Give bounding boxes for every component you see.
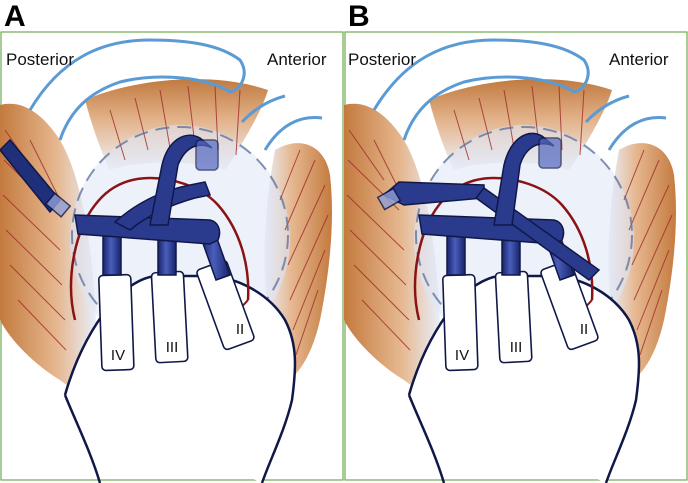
panel-b-tube-label-iii: III [510, 339, 523, 356]
panel-b-tube-label-ii: II [580, 321, 588, 338]
panel-a-letter: A [4, 0, 26, 33]
panel-a-cannulas [0, 134, 231, 281]
panel-b-portal-tubes [442, 259, 599, 372]
panel-a-posterior-label: Posterior [6, 50, 75, 69]
panel-a-tube-label-iii: III [166, 339, 179, 356]
panel-b-tube-label-iv: IV [455, 347, 469, 364]
panel-a-anterior-label: Anterior [267, 50, 327, 69]
panel-a-illustration [0, 38, 334, 483]
panel-b-illustration [342, 38, 678, 483]
panel-b-posterior-label: Posterior [348, 50, 417, 69]
panel-b-letter: B [348, 0, 370, 33]
panel-b-cannulas [376, 132, 601, 281]
panel-b-anterior-label: Anterior [609, 50, 669, 69]
panel-a-tube-label-ii: II [236, 321, 244, 338]
panel-a-tube-label-iv: IV [111, 347, 125, 364]
